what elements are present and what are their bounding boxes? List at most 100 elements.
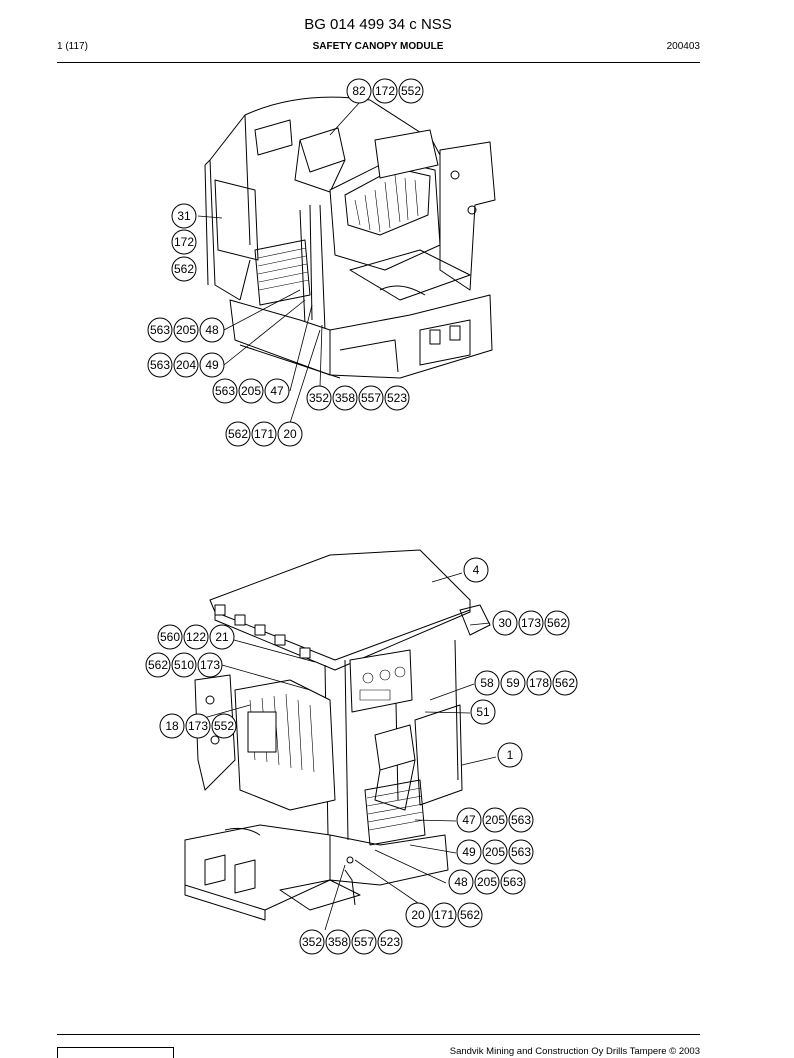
callout-number: 172	[174, 235, 194, 249]
callout-number: 173	[188, 719, 208, 733]
callout-balloon	[398, 78, 424, 104]
callout-balloon	[377, 929, 403, 955]
header-rule	[57, 62, 700, 63]
callout-number: 563	[511, 813, 531, 827]
top-callout-3: 172	[171, 229, 197, 255]
callout-number: 21	[215, 630, 229, 644]
callout-number: 563	[511, 845, 531, 859]
callout-number: 205	[485, 845, 505, 859]
callout-balloon	[171, 229, 197, 255]
callout-number: 557	[361, 391, 381, 405]
callout-number: 18	[165, 719, 179, 733]
bottom-callout-5: 18 173 552	[159, 713, 237, 739]
bottom-callout-10: 49 205 563	[456, 839, 534, 865]
callout-balloon	[171, 256, 197, 282]
leader-lines	[185, 101, 497, 931]
callout-number: 172	[375, 84, 395, 98]
callout-number: 205	[176, 323, 196, 337]
callout-number: 563	[503, 875, 523, 889]
callout-number: 563	[150, 358, 170, 372]
callout-balloon	[264, 378, 290, 404]
callout-number: 562	[460, 908, 480, 922]
callout-number: 58	[480, 676, 494, 690]
callout-balloon	[199, 317, 225, 343]
document-title: BG 014 499 34 c NSS	[304, 16, 452, 33]
callout-balloon	[544, 610, 570, 636]
callout-balloon	[518, 610, 544, 636]
callout-number: 173	[521, 616, 541, 630]
callout-balloon	[145, 652, 171, 678]
callout-balloon	[456, 839, 482, 865]
callout-balloon	[225, 421, 251, 447]
callout-number: 352	[309, 391, 329, 405]
callout-balloon	[251, 421, 277, 447]
bottom-callout-7: 51	[470, 699, 496, 725]
callout-number: 562	[228, 427, 248, 441]
callout-number: 352	[302, 935, 322, 949]
callout-balloon	[405, 902, 431, 928]
top-canopy-drawing	[204, 96, 496, 379]
callout-balloon	[171, 652, 197, 678]
callout-balloon	[332, 385, 358, 411]
callout-number: 562	[174, 262, 194, 276]
callout-number: 523	[380, 935, 400, 949]
callout-balloon	[474, 670, 500, 696]
callout-number: 552	[214, 719, 234, 733]
callout-balloon	[185, 713, 211, 739]
callout-balloon	[212, 378, 238, 404]
footer-rule	[57, 1034, 700, 1035]
callout-balloon	[500, 670, 526, 696]
callout-balloon	[159, 713, 185, 739]
callout-balloon	[492, 610, 518, 636]
callout-number: 205	[241, 384, 261, 398]
callout-number: 560	[160, 630, 180, 644]
callout-balloon	[372, 78, 398, 104]
callout-number: 557	[354, 935, 374, 949]
callout-number: 31	[177, 209, 191, 223]
callout-number: 51	[476, 705, 490, 719]
callout-balloon	[470, 699, 496, 725]
bottom-callout-8: 1	[497, 742, 523, 768]
callout-balloon	[448, 869, 474, 895]
callout-balloon	[346, 78, 372, 104]
callout-balloon	[482, 839, 508, 865]
callout-balloon	[211, 713, 237, 739]
callout-number: 358	[335, 391, 355, 405]
callout-balloon	[526, 670, 552, 696]
top-callout-4: 562	[171, 256, 197, 282]
callout-number: 205	[477, 875, 497, 889]
callout-number: 173	[200, 658, 220, 672]
callout-number: 171	[434, 908, 454, 922]
callout-number: 4	[473, 563, 480, 577]
callout-number: 48	[205, 323, 219, 337]
callout-balloon	[552, 670, 578, 696]
callout-number: 20	[283, 427, 297, 441]
callout-number: 47	[270, 384, 284, 398]
bottom-canopy-drawing	[184, 549, 491, 921]
callout-number: 48	[454, 875, 468, 889]
callout-number: 49	[462, 845, 476, 859]
callout-balloon	[157, 624, 183, 650]
callout-balloon	[299, 929, 325, 955]
callout-number: 562	[555, 676, 575, 690]
footer-copyright: Sandvik Mining and Construction Oy Drill…	[449, 1046, 700, 1057]
callout-balloon	[277, 421, 303, 447]
callout-balloon	[171, 203, 197, 229]
callout-balloon	[456, 807, 482, 833]
callout-balloon	[173, 352, 199, 378]
callout-number: 1	[507, 748, 514, 762]
callout-balloon	[199, 352, 225, 378]
